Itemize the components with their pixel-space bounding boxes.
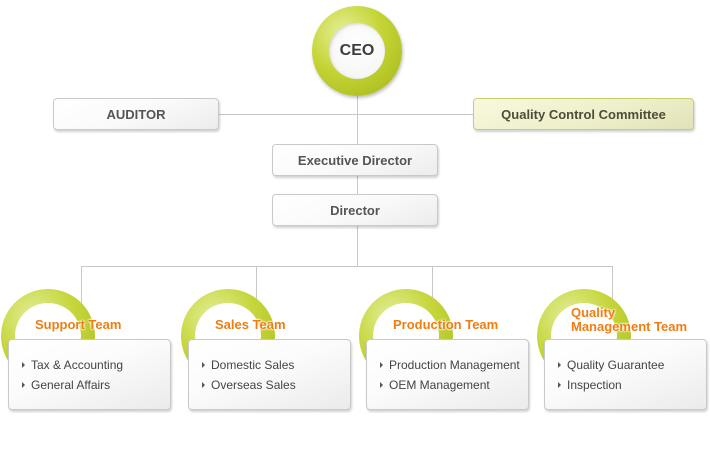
- auditor-node: AUDITOR: [53, 98, 219, 130]
- connector-production-team: [432, 266, 433, 306]
- team-item: Production Management: [380, 357, 528, 377]
- bullet-arrow-icon: [380, 362, 383, 368]
- team-item-label: Quality Guarantee: [567, 358, 665, 372]
- team-quality-management: Quality Management Team Quality Guarante…: [537, 289, 710, 414]
- team-item: Domestic Sales: [202, 357, 350, 377]
- connector-quality-team: [612, 266, 613, 306]
- team-card: Production Management OEM Management: [366, 339, 529, 410]
- ceo-label: CEO: [329, 23, 385, 79]
- team-item: Overseas Sales: [202, 377, 350, 397]
- team-title-line1: Quality: [571, 305, 616, 320]
- team-support: Support Team Tax & Accounting General Af…: [1, 289, 174, 414]
- director-node: Director: [272, 194, 438, 226]
- team-item: Quality Guarantee: [558, 357, 706, 377]
- team-title: Sales Team: [215, 317, 286, 332]
- connector-ceo-to-director: [357, 95, 358, 145]
- team-item-label: Inspection: [567, 378, 622, 392]
- bullet-arrow-icon: [558, 382, 561, 388]
- team-card: Quality Guarantee Inspection: [544, 339, 707, 410]
- connector-exec-to-director: [357, 176, 358, 194]
- team-item-label: Production Management: [389, 358, 520, 372]
- team-card: Tax & Accounting General Affairs: [8, 339, 171, 410]
- team-item-label: OEM Management: [389, 378, 490, 392]
- team-title: Production Team: [393, 317, 499, 332]
- team-item-label: Tax & Accounting: [31, 358, 124, 372]
- team-item: Inspection: [558, 377, 706, 397]
- team-item-label: Overseas Sales: [211, 378, 296, 392]
- team-production: Production Team Production Management OE…: [359, 289, 532, 414]
- connector-support-team: [81, 266, 82, 306]
- bullet-arrow-icon: [202, 382, 205, 388]
- team-title: Support Team: [35, 317, 122, 332]
- connector-sales-team: [256, 266, 257, 306]
- team-item-label: General Affairs: [31, 378, 111, 392]
- bullet-arrow-icon: [380, 382, 383, 388]
- bullet-arrow-icon: [22, 382, 25, 388]
- team-item-label: Domestic Sales: [211, 358, 295, 372]
- bullet-arrow-icon: [22, 362, 25, 368]
- bullet-arrow-icon: [202, 362, 205, 368]
- team-title-line2: Management Team: [571, 319, 688, 334]
- team-item: OEM Management: [380, 377, 528, 397]
- team-sales: Sales Team Domestic Sales Overseas Sales: [181, 289, 354, 414]
- team-item: General Affairs: [22, 377, 170, 397]
- team-card: Domestic Sales Overseas Sales: [188, 339, 351, 410]
- connector-teams-horizontal: [81, 266, 612, 267]
- team-item: Tax & Accounting: [22, 357, 170, 377]
- ceo-node: CEO: [312, 6, 402, 96]
- bullet-arrow-icon: [558, 362, 561, 368]
- executive-director-node: Executive Director: [272, 144, 438, 176]
- team-title: Quality Management Team: [571, 306, 687, 334]
- connector-auditor-committee: [218, 114, 474, 115]
- quality-control-committee-node: Quality Control Committee: [473, 98, 694, 130]
- connector-director-to-teams: [357, 226, 358, 267]
